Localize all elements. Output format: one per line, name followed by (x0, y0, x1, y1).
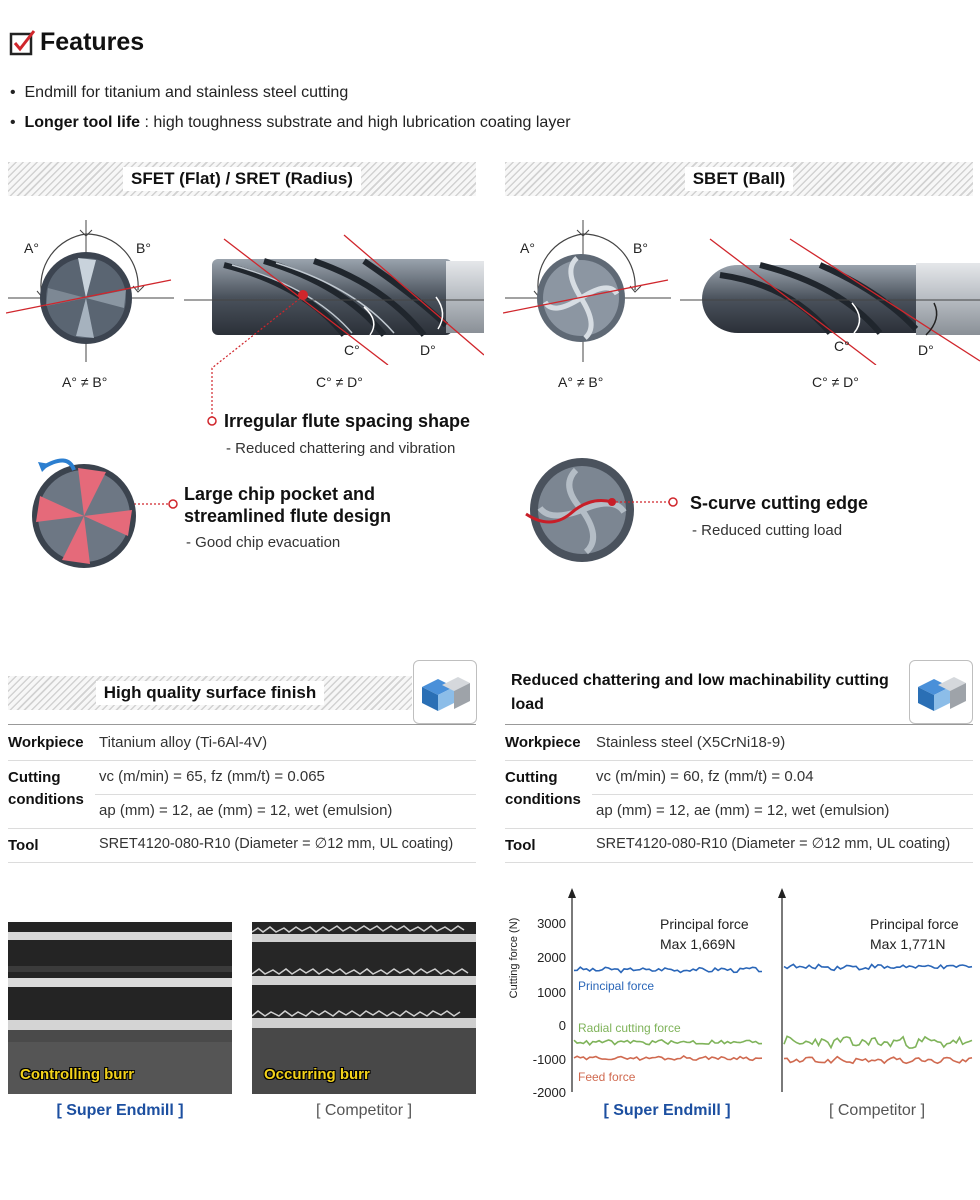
feature-chip-title-2: streamlined flute design (184, 506, 392, 526)
chart-axis-arrow-0 (568, 888, 576, 898)
row-rule-right-3 (505, 828, 973, 829)
table-left-top-rule (8, 724, 476, 725)
chart-label-super-endmill: [ Super Endmill ] (603, 1102, 731, 1119)
feature-irregular-title: Irregular flute spacing shape (224, 411, 471, 431)
condition-left-2: ap (mm) = 12, ae (mm) = 12, wet (emulsio… (99, 802, 393, 819)
angle-a-label-left: A° (24, 240, 39, 256)
annotation-right-1: Principal force (870, 916, 959, 932)
y-tick-1000: 1000 (537, 985, 566, 1000)
angle-b-label-right: B° (633, 240, 648, 256)
workpiece-label-right: Workpiece (505, 734, 581, 751)
test-title-left: High quality surface finish (95, 681, 325, 705)
chart-label-competitor: [ Competitor ] (828, 1102, 926, 1119)
series-line-feed-panel-1 (783, 1055, 973, 1065)
feature-scurve-sub: - Reduced cutting load (692, 522, 843, 539)
condition-left-1: vc (m/min) = 65, fz (mm/t) = 0.065 (99, 768, 325, 785)
series-line-principal-panel-0 (573, 966, 763, 974)
angle-d-label-right: D° (918, 342, 934, 358)
series-label-radial: Radial cutting force (578, 1021, 681, 1035)
workpiece-icon-left (413, 660, 477, 724)
surface-photo-super-endmill (8, 922, 232, 1094)
flat-endmill-side-view (184, 225, 485, 366)
y-tick-minus-1000: -1000 (532, 1052, 566, 1067)
chart-axis-arrow-1 (778, 888, 786, 898)
row-rule-left-2 (95, 794, 476, 795)
angle-d-label-left: D° (420, 342, 436, 358)
chip-pocket-graphic (28, 446, 140, 572)
feature-check-icon (8, 28, 36, 58)
workpiece-value-right: Stainless steel (X5CrNi18-9) (596, 734, 786, 751)
surface-photo-competitor (252, 922, 476, 1094)
row-rule-right-2 (592, 794, 973, 795)
condition-right-1: vc (m/min) = 60, fz (mm/t) = 0.04 (596, 768, 814, 785)
conditions-label-left-2: conditions (8, 791, 84, 808)
row-rule-left-1 (8, 760, 476, 761)
y-tick-3000: 3000 (537, 916, 566, 931)
bullet-1: • Endmill for titanium and stainless ste… (10, 84, 349, 101)
annotation-left-1: Principal force (660, 916, 749, 932)
workpiece-label-left: Workpiece (8, 734, 84, 751)
test-band-right: Reduced chattering and low machinability… (505, 669, 908, 717)
cd-neq-label-left: C° ≠ D° (316, 374, 363, 390)
photo-label-super-endmill: [ Super Endmill ] (56, 1102, 184, 1119)
photo-label-competitor: [ Competitor ] (315, 1102, 413, 1119)
annotation-left-2: Max 1,669N (660, 936, 736, 952)
conditions-label-left-1: Cutting (8, 769, 61, 786)
series-label-feed: Feed force (578, 1070, 636, 1084)
test-title-right: Reduced chattering and low machinability… (505, 669, 908, 717)
tool-label-right: Tool (505, 837, 536, 854)
s-curve-graphic (520, 456, 700, 566)
tool-label-left: Tool (8, 837, 39, 854)
feature-chip-sub: - Good chip evacuation (186, 534, 341, 551)
series-line-radial-panel-1 (783, 1035, 973, 1050)
section-band-flat-radius: SFET (Flat) / SRET (Radius) (8, 162, 476, 196)
section-band-ball: SBET (Ball) (505, 162, 973, 196)
workpiece-value-left: Titanium alloy (Ti-6Al-4V) (99, 734, 268, 751)
series-line-feed-panel-0 (573, 1055, 763, 1062)
bullet-2: • Longer tool life : high toughness subs… (10, 114, 571, 131)
row-rule-right-4 (505, 862, 973, 863)
workpiece-icon-right (909, 660, 973, 724)
ab-neq-label-right: A° ≠ B° (558, 374, 604, 390)
row-rule-left-3 (8, 828, 476, 829)
conditions-label-right-1: Cutting (505, 769, 558, 786)
ab-neq-label-left: A° ≠ B° (62, 374, 108, 390)
photo-caption-right: Occurring burr (264, 1066, 370, 1083)
angle-a-label-right: A° (520, 240, 535, 256)
page-title: Features (40, 28, 145, 56)
conditions-label-right-2: conditions (505, 791, 581, 808)
ball-endmill-end-view (502, 200, 673, 370)
tool-value-right: SRET4120-080-R10 (Diameter = ∅12 mm, UL … (596, 836, 951, 852)
feature-scurve-title: S-curve cutting edge (690, 493, 869, 513)
condition-right-2: ap (mm) = 12, ae (mm) = 12, wet (emulsio… (596, 802, 890, 819)
row-rule-right-1 (505, 760, 973, 761)
photo-caption-left: Controlling burr (20, 1066, 135, 1083)
feature-irregular-sub: - Reduced chattering and vibration (226, 440, 456, 457)
series-line-radial-panel-0 (573, 1039, 763, 1047)
annotation-right-2: Max 1,771N (870, 936, 946, 952)
cutting-force-chart (500, 880, 980, 1100)
section-title-left: SFET (Flat) / SRET (Radius) (123, 167, 361, 191)
section-title-right: SBET (Ball) (684, 167, 794, 191)
test-band-left: High quality surface finish (8, 676, 412, 710)
table-right-top-rule (505, 724, 973, 725)
feature-chip-title-1: Large chip pocket and (184, 484, 376, 504)
callout-lines-left (0, 290, 480, 530)
tool-value-left: SRET4120-080-R10 (Diameter = ∅12 mm, UL … (99, 836, 454, 852)
row-rule-left-4 (8, 862, 476, 863)
ball-endmill-side-view (680, 225, 980, 366)
angle-c-label-left: C° (344, 342, 360, 358)
angle-c-label-right: C° (834, 338, 850, 354)
angle-b-label-left: B° (136, 240, 151, 256)
y-tick-2000: 2000 (537, 950, 566, 965)
cd-neq-label-right: C° ≠ D° (812, 374, 859, 390)
series-label-principal: Principal force (578, 979, 655, 993)
y-tick-minus-2000: -2000 (532, 1085, 566, 1100)
y-tick-0: 0 (558, 1018, 566, 1033)
flat-endmill-end-view (5, 200, 176, 370)
y-axis-title: Cutting force (N) (508, 917, 520, 999)
series-line-principal-panel-1 (783, 963, 973, 972)
